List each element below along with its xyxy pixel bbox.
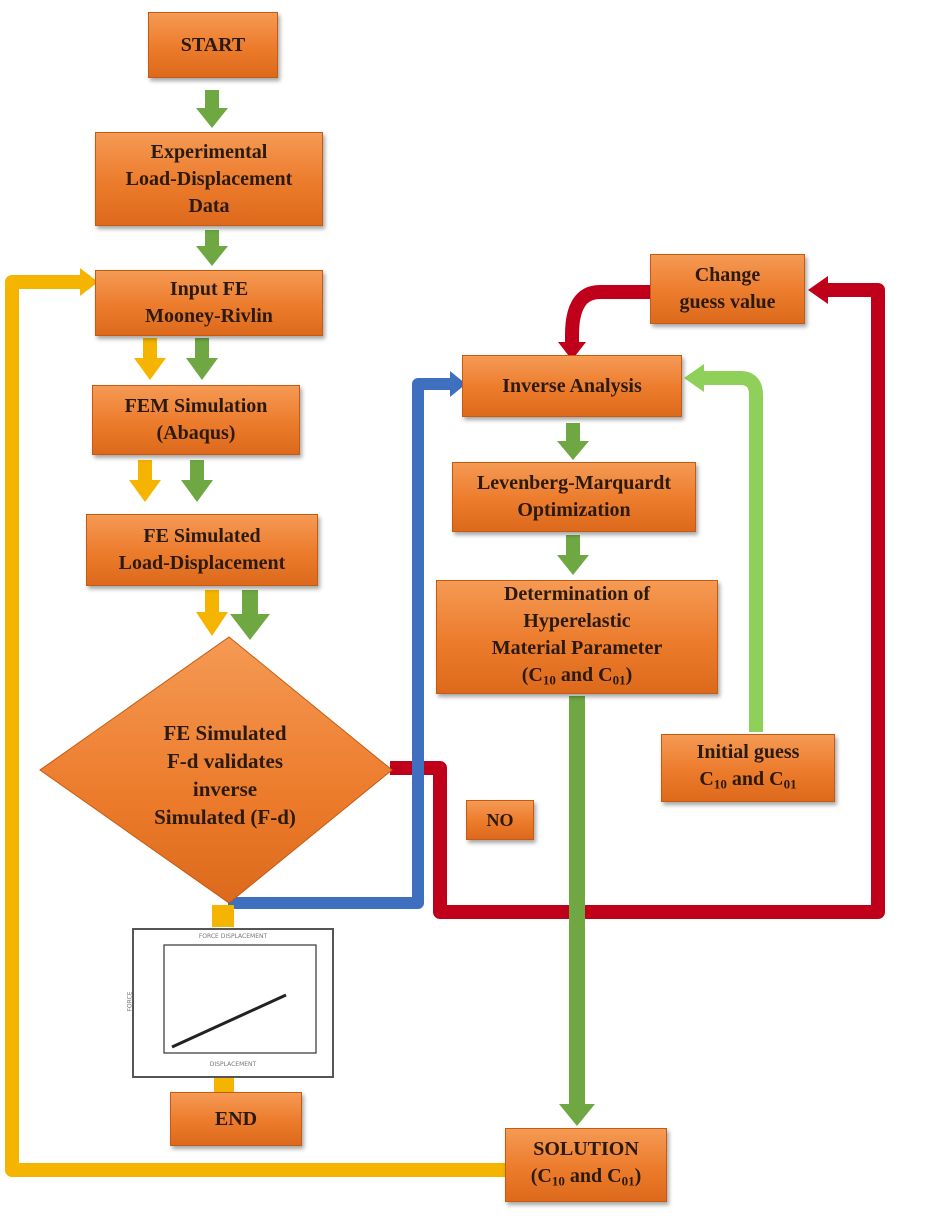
yellow-arrow-input-to-fem: [134, 338, 166, 380]
blue-validate-path: [228, 371, 466, 909]
yellow-feedback-path: [5, 268, 505, 1177]
start-label: START: [180, 33, 246, 56]
input-fe-label: Input FE Mooney-Rivlin: [145, 278, 273, 327]
solution-label: SOLUTION: [533, 1137, 639, 1160]
change-guess-node: Change guess value: [650, 254, 805, 324]
experimental-data-node: Experimental Load-Displacement Data: [95, 132, 323, 226]
decision-diamond: [39, 636, 393, 904]
solution-params: (C10 and C01): [530, 1164, 642, 1189]
yellow-connector-decision-to-plot: [212, 905, 234, 927]
flow-arrow-fem-to-simulated: [181, 460, 213, 502]
input-fe-node: Input FE Mooney-Rivlin: [95, 270, 323, 336]
initial-guess-label: Initial guess: [696, 740, 800, 763]
fem-simulation-label: FEM Simulation (Abaqus): [124, 395, 268, 444]
green-solution-path: [559, 696, 595, 1126]
determination-label: Determination of Hyperelastic Material P…: [491, 582, 663, 659]
yellow-arrow-fem-to-simulated: [129, 460, 161, 502]
fem-simulation-node: FEM Simulation (Abaqus): [92, 385, 300, 455]
plot-title: FORCE DISPLACEMENT: [198, 933, 268, 940]
force-displacement-plot: FORCE DISPLACEMENT FORCE DISPLACEMENT: [127, 928, 334, 1078]
plot-xlabel: DISPLACEMENT: [209, 1061, 257, 1068]
fe-simulated-node: FE Simulated Load-Displacement: [86, 514, 318, 586]
yellow-arrow-simulated-to-decision: [196, 590, 228, 636]
light-green-guess-path: [684, 364, 763, 732]
start-node: START: [148, 12, 278, 78]
red-no-path: [390, 276, 885, 919]
determination-params: (C10 and C01): [521, 663, 633, 688]
end-node: END: [170, 1092, 302, 1146]
flow-arrow-simulated-to-decision: [230, 590, 270, 640]
change-guess-label: Change guess value: [679, 264, 776, 313]
yellow-connector-plot-to-end: [214, 1078, 234, 1092]
flow-arrow-start-to-experimental: [196, 90, 228, 128]
plot-frame: [163, 944, 317, 1054]
lm-optimization-label: Levenberg-Marquardt Optimization: [476, 472, 672, 521]
plot-area: [163, 944, 317, 1054]
no-label-box: NO: [466, 800, 534, 840]
plot-ylabel: FORCE: [126, 991, 134, 1012]
inverse-analysis-label: Inverse Analysis: [502, 374, 642, 397]
experimental-data-label: Experimental Load-Displacement Data: [125, 140, 293, 217]
initial-guess-node: Initial guess C10 and C01: [661, 734, 835, 802]
end-label: END: [214, 1107, 258, 1130]
flow-arrow-lm-to-determination: [557, 535, 589, 575]
inverse-analysis-node: Inverse Analysis: [462, 355, 682, 417]
decision-label: FE Simulated F-d validates inverse Simul…: [154, 721, 296, 829]
solution-node: SOLUTION (C10 and C01): [505, 1128, 667, 1202]
flow-arrow-input-to-fem: [186, 338, 218, 380]
no-label: NO: [486, 810, 514, 830]
fe-simulated-label: FE Simulated Load-Displacement: [118, 525, 286, 574]
flow-arrow-inverse-to-lm: [557, 423, 589, 460]
determination-node: Determination of Hyperelastic Material P…: [436, 580, 718, 694]
lm-optimization-node: Levenberg-Marquardt Optimization: [452, 462, 696, 532]
flow-arrow-experimental-to-input: [196, 230, 228, 266]
initial-guess-params: C10 and C01: [699, 767, 797, 792]
force-displacement-line: [171, 993, 287, 1049]
